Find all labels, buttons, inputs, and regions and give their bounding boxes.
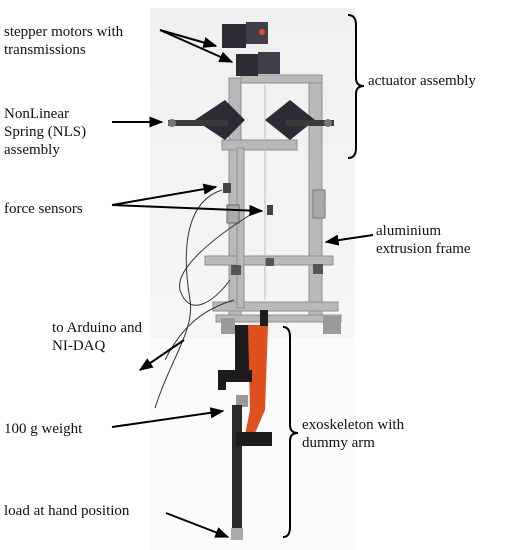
label-nls-line1: NonLinear	[4, 106, 69, 122]
label-arduino-line2: NI-DAQ	[52, 338, 106, 354]
arrow-force-1	[111, 183, 218, 206]
stepper-motors	[222, 22, 280, 76]
label-frame-line1: aluminium	[376, 223, 441, 239]
label-stepper-line2: transmissions	[4, 42, 86, 58]
label-stepper-motors: stepper motors with transmissions	[4, 23, 123, 59]
label-exoskeleton: exoskeleton with dummy arm	[302, 416, 404, 452]
label-nls-line2: Spring (NLS)	[4, 124, 87, 140]
annotation-arrows	[111, 29, 374, 538]
exoskeleton	[218, 310, 272, 540]
arrow-frame	[324, 234, 374, 246]
exoskeleton-brace	[282, 326, 299, 538]
frame-fittings	[221, 189, 341, 334]
label-arduino: to Arduino and NI-DAQ	[52, 319, 142, 355]
arrow-stepper-1	[159, 29, 218, 48]
label-exo-line1: exoskeleton with	[302, 417, 405, 433]
arrow-arduino	[138, 339, 185, 371]
label-stepper-line1: stepper motors with	[4, 24, 124, 40]
arrow-stepper-2	[159, 29, 234, 63]
label-weight: 100 g weight	[4, 421, 83, 437]
label-exo-line2: dummy arm	[302, 435, 375, 451]
label-actuator-assembly: actuator assembly	[368, 73, 476, 89]
nls-assembly	[168, 100, 334, 140]
label-nls-assembly: NonLinear Spring (NLS) assembly	[4, 105, 86, 159]
actuator-brace	[347, 14, 365, 159]
label-frame-line2: extrusion frame	[376, 241, 471, 257]
label-arduino-line1: to Arduino and	[52, 320, 142, 336]
label-nls-line3: assembly	[4, 142, 60, 158]
arrow-weight	[111, 407, 225, 428]
label-frame: aluminium extrusion frame	[376, 222, 471, 258]
label-force-sensors: force sensors	[4, 201, 83, 217]
cables	[154, 85, 266, 409]
arrow-force-2	[111, 204, 264, 217]
arrow-load	[165, 512, 230, 538]
label-load: load at hand position	[4, 503, 130, 519]
